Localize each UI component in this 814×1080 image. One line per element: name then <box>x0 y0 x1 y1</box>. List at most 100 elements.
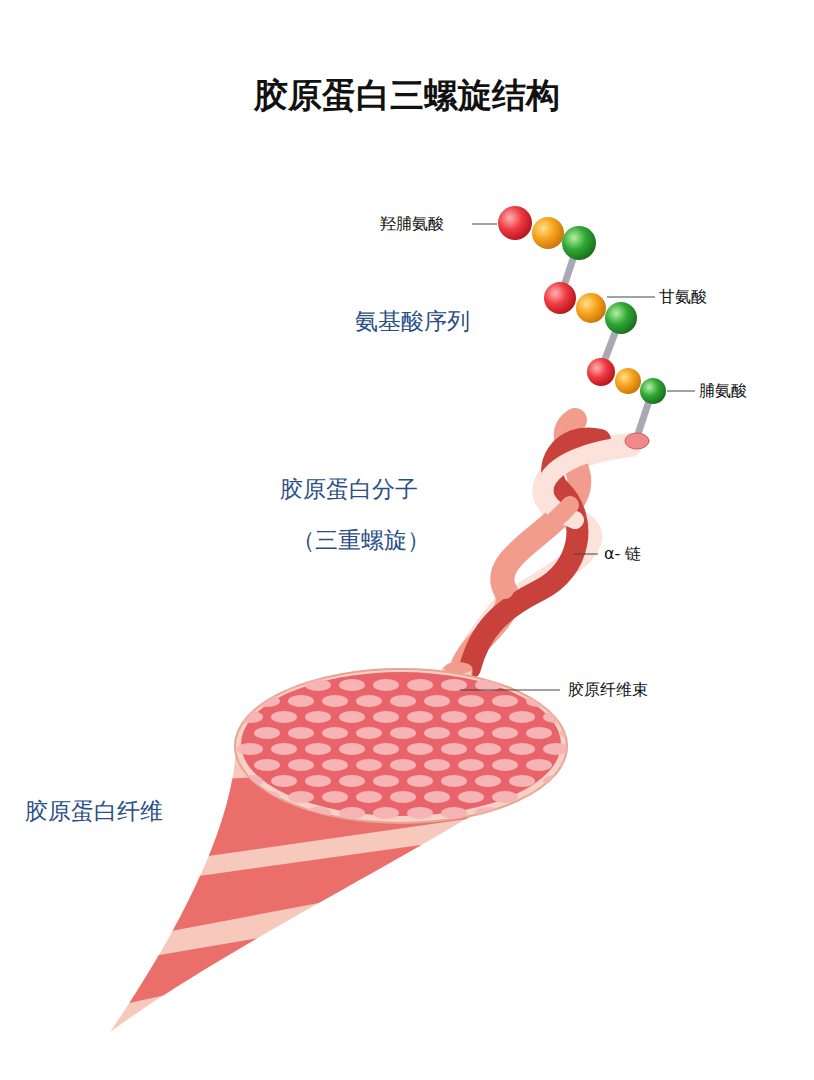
diagram-title: 胶原蛋白三螺旋结构 <box>254 75 560 116</box>
part-label: 羟脯氨酸 <box>380 214 444 233</box>
fibril-dot <box>441 743 467 755</box>
fibril-dot <box>305 807 331 819</box>
fibril-dot <box>526 759 552 771</box>
fibril-dot <box>390 695 416 707</box>
part-label: 脯氨酸 <box>699 381 747 400</box>
fibril-dot <box>509 743 535 755</box>
fibril-dot <box>305 679 331 691</box>
fibril-dot <box>356 791 382 803</box>
fibril-dot <box>373 711 399 723</box>
fibril-dot <box>237 775 263 787</box>
fibril-dot <box>254 727 280 739</box>
fibril-dot <box>288 791 314 803</box>
section-label: 胶原蛋白分子 <box>280 476 418 504</box>
fibril-dot <box>237 679 263 691</box>
fibril-dot <box>407 743 433 755</box>
fibril-dot <box>424 759 450 771</box>
fibril-dot <box>288 727 314 739</box>
fibril-dot <box>458 759 484 771</box>
fibril-dot <box>254 791 280 803</box>
fibril-dot <box>526 791 552 803</box>
fibril-dot <box>288 695 314 707</box>
fibril-dot <box>407 711 433 723</box>
fibril-dot <box>407 679 433 691</box>
fibril-dot <box>339 807 365 819</box>
fibril-dot <box>271 679 297 691</box>
fibril-dot <box>237 807 263 819</box>
fibril-dot <box>458 695 484 707</box>
fibril-dot <box>543 807 569 819</box>
fibril-dot <box>407 775 433 787</box>
fibril-dot <box>271 807 297 819</box>
fibril-dot <box>475 679 501 691</box>
fibril-dot <box>339 775 365 787</box>
fibril-dot <box>424 695 450 707</box>
fibril-dot <box>492 791 518 803</box>
section-label: 胶原蛋白纤维 <box>25 798 163 826</box>
fibril-dot <box>322 727 348 739</box>
fibril-dot <box>509 775 535 787</box>
fibril-dot <box>254 695 280 707</box>
fibril-dot <box>560 727 586 739</box>
fibril-dot <box>254 759 280 771</box>
fibril-dot <box>492 759 518 771</box>
fibril-dot <box>373 775 399 787</box>
fibril-dot <box>322 695 348 707</box>
fibril-dot <box>526 695 552 707</box>
fibril-dot <box>509 679 535 691</box>
fibril-dot <box>237 743 263 755</box>
fibril-dot <box>543 775 569 787</box>
fibril-dot <box>424 727 450 739</box>
fibril-dot <box>441 679 467 691</box>
fibril-dot <box>237 711 263 723</box>
fibril-dot <box>271 775 297 787</box>
fibril-dot <box>271 743 297 755</box>
fibril-dot <box>475 743 501 755</box>
fibril-dot <box>322 759 348 771</box>
fibril-dot <box>288 759 314 771</box>
fibril-dot <box>339 711 365 723</box>
fibril-dot <box>492 727 518 739</box>
part-label: 甘氨酸 <box>659 287 707 306</box>
triple-helix <box>460 420 649 668</box>
fibril-dot <box>305 775 331 787</box>
fibril-dot <box>339 743 365 755</box>
fibril-dot <box>526 727 552 739</box>
fibril-dot <box>458 791 484 803</box>
fibril-dot <box>390 791 416 803</box>
part-label: 胶原纤维束 <box>568 680 648 699</box>
fibril-dot <box>322 791 348 803</box>
amino-acid-balls <box>498 206 666 404</box>
collagen-fibre <box>110 669 600 1032</box>
fibril-dot <box>492 695 518 707</box>
fibril-dot <box>543 679 569 691</box>
fibril-dot <box>543 711 569 723</box>
fibril-dot <box>441 711 467 723</box>
fibril-dot <box>543 743 569 755</box>
part-label: α- 链 <box>604 544 641 563</box>
section-label: 氨基酸序列 <box>355 308 470 336</box>
fibril-dot <box>356 727 382 739</box>
fibril-dot <box>475 711 501 723</box>
fibril-dot <box>509 807 535 819</box>
section-label: （三重螺旋） <box>292 527 430 555</box>
fibril-dot <box>373 679 399 691</box>
fibril-dot <box>356 695 382 707</box>
fibril-dot <box>390 759 416 771</box>
fibril-dot <box>560 791 586 803</box>
fibril-dot <box>441 807 467 819</box>
fibril-dot <box>305 743 331 755</box>
fibril-dot <box>356 759 382 771</box>
fibril-dot <box>475 807 501 819</box>
fibril-dot <box>390 727 416 739</box>
fibril-dot <box>509 711 535 723</box>
fibril-dot <box>475 775 501 787</box>
fibril-dot <box>407 807 433 819</box>
fibril-dot <box>458 727 484 739</box>
fibril-dot <box>305 711 331 723</box>
fibril-dot <box>271 711 297 723</box>
fibril-dot <box>560 759 586 771</box>
fibril-dot <box>424 791 450 803</box>
fibril-dot <box>441 775 467 787</box>
